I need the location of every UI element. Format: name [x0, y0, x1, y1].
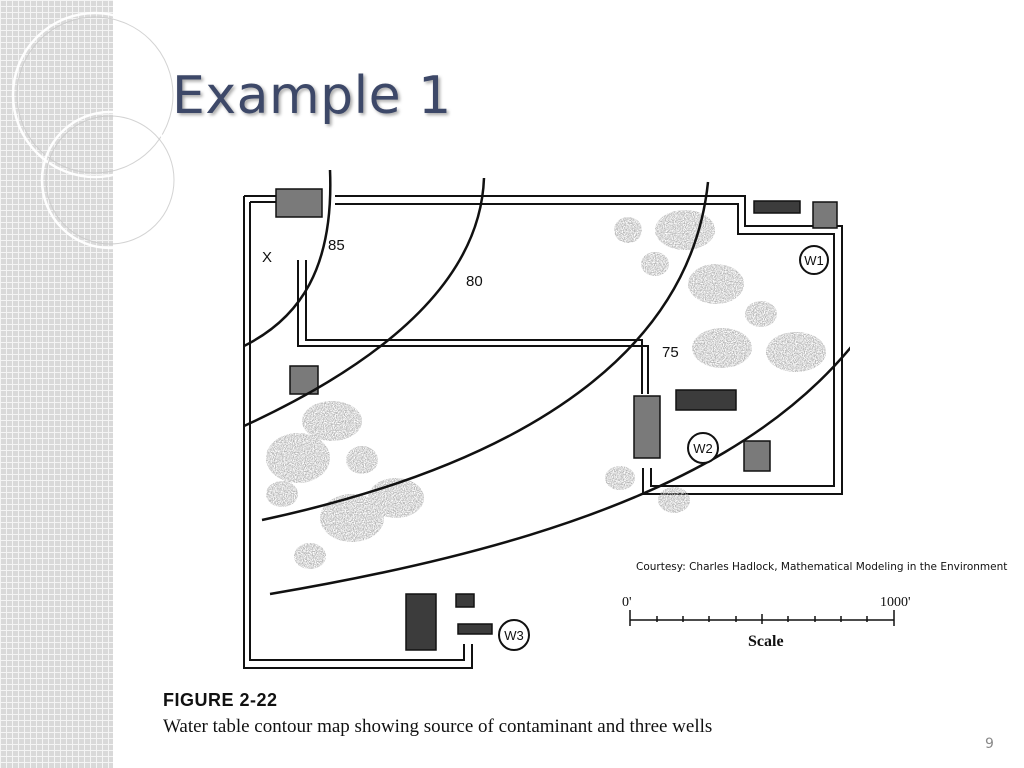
scale-caption: Scale: [748, 633, 784, 650]
scale-bar: 0' 1000' Scale: [622, 595, 911, 650]
well-label-w2: W2: [693, 441, 713, 456]
source-marker-x: X: [262, 249, 272, 266]
contour-label-75: 75: [662, 344, 679, 361]
courtesy-note: Courtesy: Charles Hadlock, Mathematical …: [636, 561, 1008, 573]
well-w3: W3: [498, 619, 530, 651]
buildings: [275, 188, 838, 651]
well-w1: W1: [799, 245, 829, 275]
contour-70: [269, 346, 850, 596]
contour-label-80: 80: [466, 273, 483, 290]
slide-title: Example 1: [172, 66, 452, 126]
building-top-right: [812, 201, 838, 229]
trees: [266, 210, 826, 569]
well-label-w3: W3: [504, 628, 524, 643]
building-center-right: [743, 440, 771, 472]
contour-label-85: 85: [328, 237, 345, 254]
building-top-left: [275, 188, 323, 218]
figure-label: FIGURE 2-22: [163, 690, 278, 710]
sidebar-circles-decoration: [11, 11, 180, 250]
road-mid-inner: [305, 260, 643, 394]
contour-75: [261, 181, 710, 522]
figure-caption: Water table contour map showing source o…: [163, 716, 713, 737]
building-bottom-small: [455, 593, 475, 608]
scale-start-label: 0': [622, 595, 632, 610]
contour-lines: [243, 169, 850, 596]
contour-80: [243, 177, 486, 428]
road-top-inner: [335, 203, 835, 487]
well-w2: W2: [687, 432, 719, 464]
building-left: [289, 365, 319, 395]
building-bottom-bar: [457, 623, 493, 635]
building-center-tall: [633, 395, 661, 459]
building-bottom-tall: [405, 593, 437, 651]
contour-85: [243, 169, 332, 348]
building-center-dark: [675, 389, 737, 411]
page-number: 9: [985, 736, 994, 752]
scale-end-label: 1000': [880, 595, 911, 610]
building-top-right-dark: [753, 200, 801, 214]
road-top-left-cap: [244, 195, 276, 203]
road-inner-left: [249, 202, 465, 661]
road-outer-left: [243, 196, 473, 669]
well-label-w1: W1: [804, 253, 824, 268]
water-table-contour-map: X 85 80 75 70 W1 W2 W3: [243, 169, 850, 669]
